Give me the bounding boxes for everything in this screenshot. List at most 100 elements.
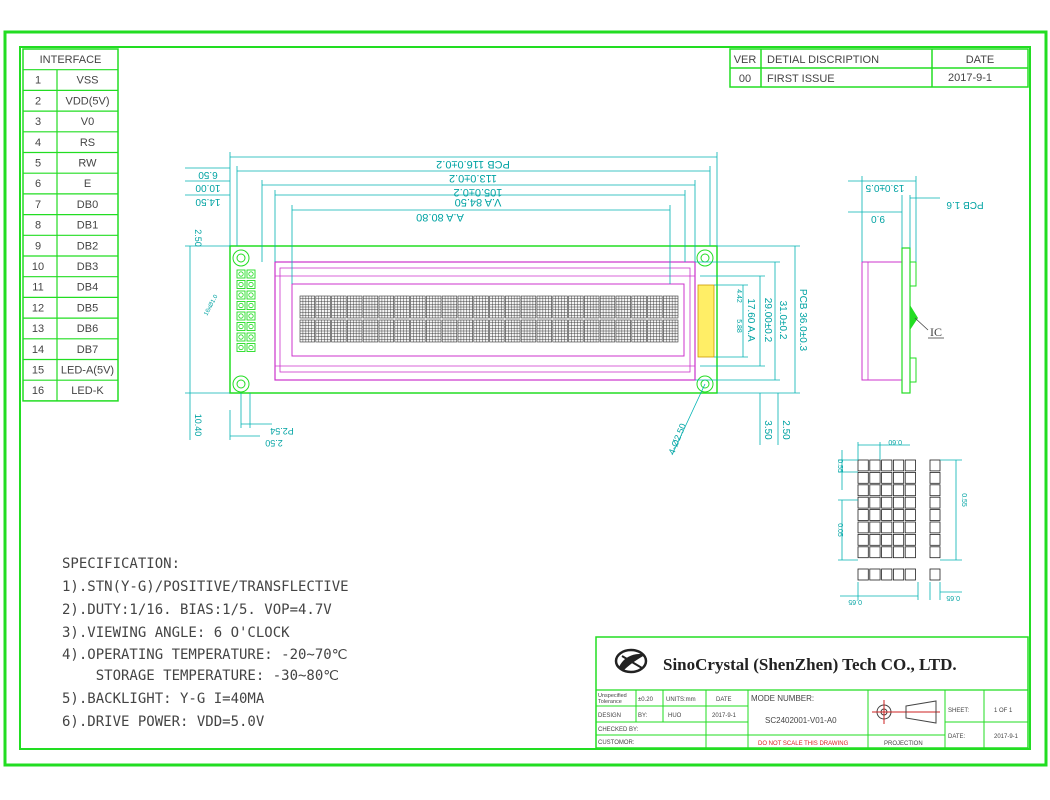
dimension-lines bbox=[185, 152, 800, 456]
date2-label: DATE: bbox=[948, 734, 966, 740]
company-logo bbox=[614, 648, 648, 674]
interface-pin-name: VSS bbox=[76, 75, 98, 87]
design-by-value: HUO bbox=[668, 713, 682, 719]
customer-label: CUSTOMOR: bbox=[598, 740, 635, 746]
rev-desc-value: FIRST ISSUE bbox=[767, 73, 835, 85]
character-cell bbox=[520, 295, 537, 319]
character-cell bbox=[568, 319, 584, 343]
character-cell bbox=[315, 295, 331, 319]
dim-side-pcb: PCB 1.6 bbox=[946, 199, 984, 210]
inner-border bbox=[19, 46, 1031, 750]
character-cell bbox=[347, 295, 363, 319]
model-number-value: SC2402001-V01-A0 bbox=[765, 716, 837, 725]
interface-pin-name: RS bbox=[80, 137, 95, 149]
pin-label: 16xØ1.0 bbox=[203, 294, 219, 317]
dim-2-50-bottom: 2.50 bbox=[265, 438, 283, 448]
character-cell bbox=[457, 295, 473, 319]
interface-pin-number: 10 bbox=[32, 261, 44, 273]
dim-cursor: 0.65 bbox=[946, 594, 960, 601]
matrix-dot bbox=[881, 546, 893, 559]
character-cell bbox=[663, 295, 679, 319]
character-cell bbox=[615, 319, 631, 343]
connector-pin bbox=[246, 332, 256, 342]
matrix-dot bbox=[869, 509, 881, 521]
matrix-dot bbox=[904, 459, 916, 472]
rev-desc-header: DETIAL DISCRIPTION bbox=[767, 54, 879, 66]
cursor-dot bbox=[881, 568, 893, 581]
dimension-labels: PCB 116.0±0.2 113.0±0.2 105.0±0.2 V.A 84… bbox=[193, 158, 808, 456]
matrix-dot bbox=[869, 471, 881, 484]
matrix-dot bbox=[904, 484, 916, 497]
dim-105: 105.0±0.2 bbox=[454, 186, 503, 198]
dim-left-3: 14.50 bbox=[195, 196, 220, 207]
character-cell bbox=[536, 319, 552, 343]
character-cell bbox=[315, 319, 331, 343]
character-cell bbox=[331, 319, 347, 343]
character-cell bbox=[378, 295, 394, 319]
spec-line: 3).VIEWING ANGLE: 6 O'CLOCK bbox=[62, 625, 290, 641]
sheet-label: SHEET: bbox=[948, 708, 969, 714]
matrix-dot bbox=[904, 521, 916, 534]
matrix-dot bbox=[869, 534, 881, 546]
character-cell bbox=[631, 295, 647, 319]
matrix-dot bbox=[893, 459, 905, 472]
connector-pin bbox=[236, 332, 246, 342]
matrix-dot bbox=[904, 509, 916, 521]
connector-pin bbox=[246, 280, 256, 289]
character-cell bbox=[394, 319, 410, 343]
dim-side-9: 9.0 bbox=[871, 213, 885, 224]
character-cell bbox=[410, 295, 426, 319]
interface-pin-number: 15 bbox=[32, 365, 44, 377]
matrix-dot bbox=[869, 484, 881, 497]
matrix-dot bbox=[893, 534, 905, 546]
matrix-dot bbox=[904, 496, 916, 509]
outer-border bbox=[3, 30, 1048, 767]
connector-pin bbox=[236, 343, 246, 352]
interface-pin-name: DB7 bbox=[77, 344, 98, 356]
character-cell bbox=[441, 295, 458, 319]
matrix-dot bbox=[904, 471, 916, 484]
interface-header: INTERFACE bbox=[40, 54, 102, 66]
character-cell bbox=[426, 295, 442, 319]
interface-pin-number: 4 bbox=[35, 137, 41, 149]
character-cell bbox=[362, 295, 379, 319]
connector-pin bbox=[246, 311, 256, 321]
matrix-dot bbox=[881, 471, 893, 484]
cursor-dot bbox=[857, 568, 869, 581]
character-cell bbox=[299, 295, 315, 319]
projection-symbol bbox=[872, 700, 940, 724]
dim-31: 31.0±0.2 bbox=[777, 301, 788, 340]
interface-pin-number: 5 bbox=[35, 158, 41, 170]
connector-pin bbox=[246, 322, 256, 331]
connector-pin bbox=[246, 301, 256, 310]
dim-3-50: 3.50 bbox=[762, 420, 773, 440]
matrix-dot bbox=[893, 509, 905, 521]
interface-pin-number: 2 bbox=[35, 95, 41, 107]
ic-label: IC bbox=[930, 325, 942, 339]
dim-char-width: 0.65 bbox=[848, 598, 862, 605]
connector-pin bbox=[236, 301, 246, 310]
dim-aa-height: 17.60 A.A bbox=[745, 298, 756, 342]
interface-pin-name: DB0 bbox=[77, 199, 98, 211]
specification: SPECIFICATION: 1).STN(Y-G)/POSITIVE/TRAN… bbox=[62, 556, 349, 730]
mounting-hole bbox=[232, 375, 250, 393]
interface-pin-name: E bbox=[84, 178, 91, 190]
character-cell bbox=[299, 319, 315, 343]
matrix-dot bbox=[869, 521, 881, 534]
matrix-dot bbox=[881, 521, 893, 534]
matrix-dot bbox=[881, 459, 893, 472]
character-cell bbox=[331, 295, 347, 319]
rev-ver-header: VER bbox=[734, 54, 757, 66]
cursor-dot bbox=[893, 568, 905, 581]
spec-title: SPECIFICATION: bbox=[62, 556, 180, 572]
interface-pin-number: 3 bbox=[35, 116, 41, 128]
lcd-front-view: 16xØ1.0 bbox=[203, 245, 718, 394]
interface-pin-number: 12 bbox=[32, 302, 44, 314]
dim-left-1: 6.50 bbox=[198, 169, 218, 180]
character-cell bbox=[647, 295, 663, 319]
character-cell bbox=[584, 319, 600, 343]
dim-dot-height: 0.55 bbox=[836, 459, 843, 473]
character-cell bbox=[473, 295, 489, 319]
